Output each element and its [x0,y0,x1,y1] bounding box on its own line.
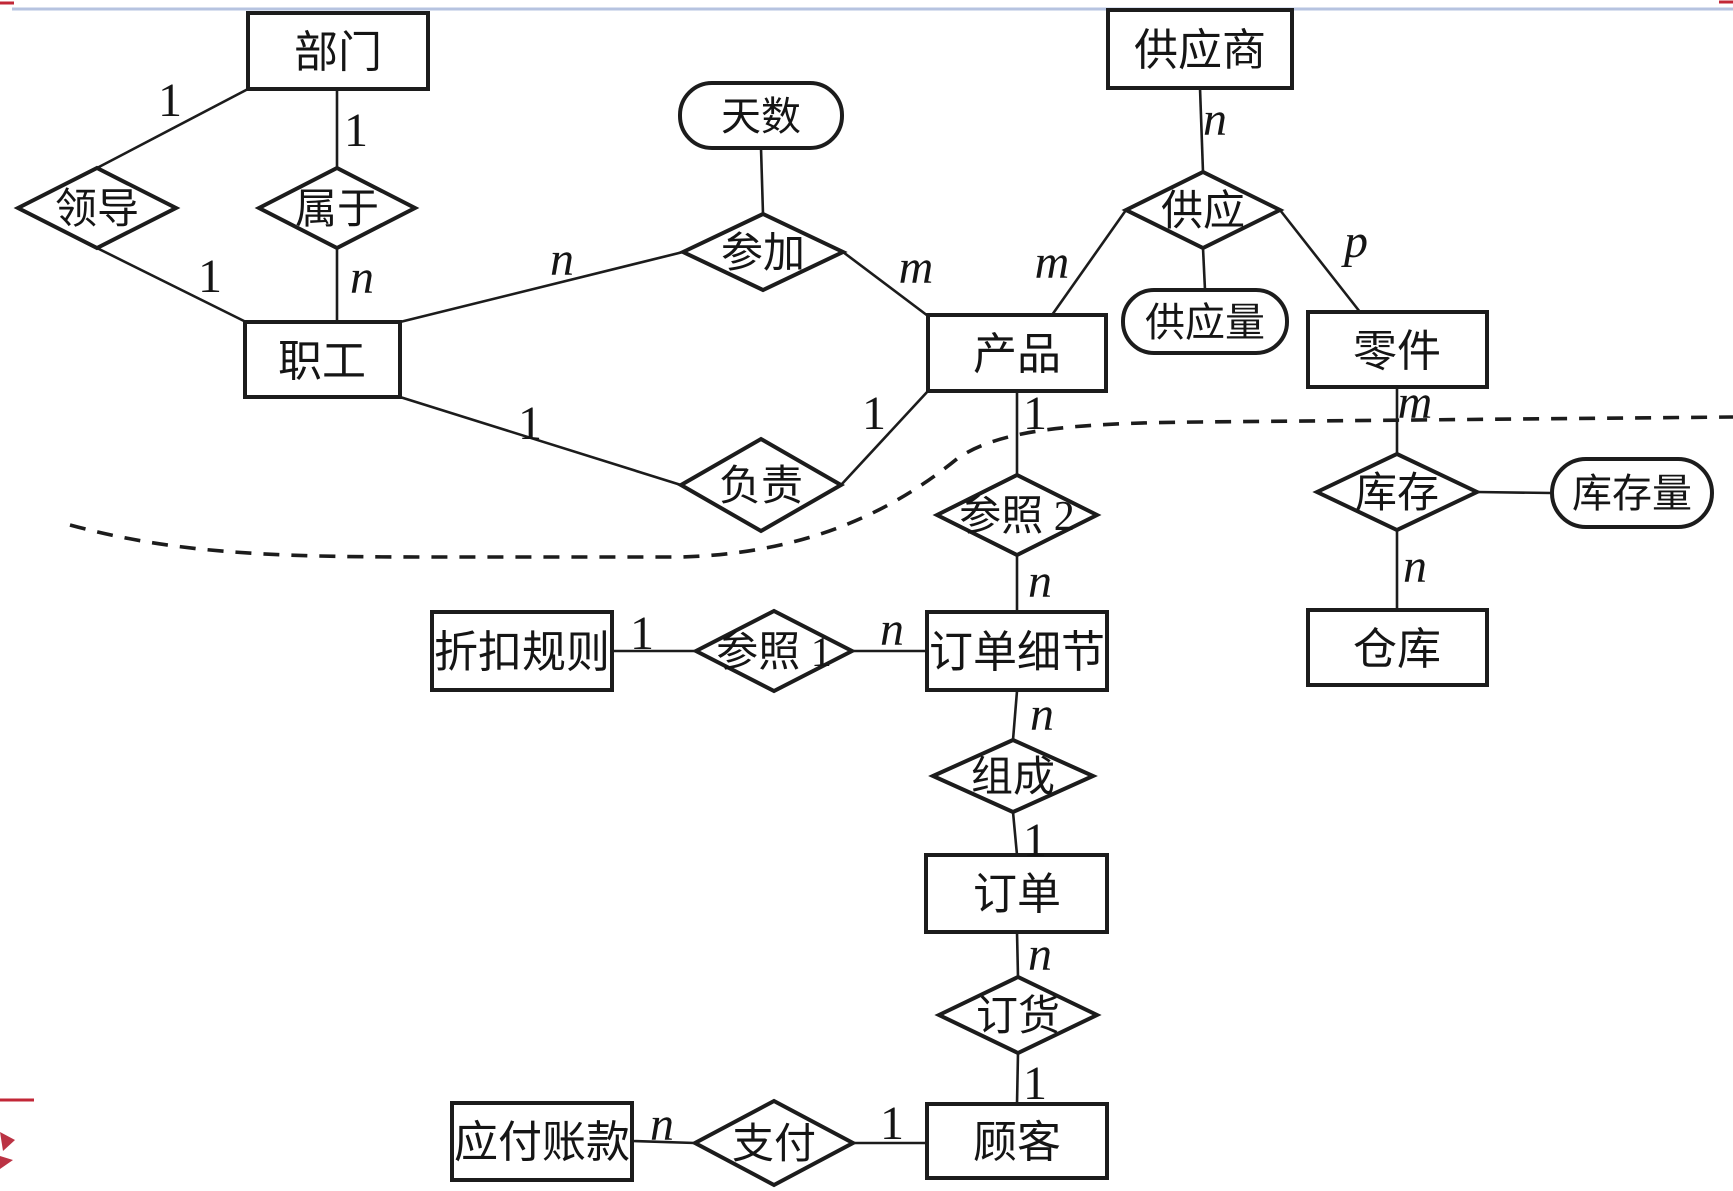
entity-order-label: 订单 [973,870,1061,919]
relationship-orders-goods-label: 订货 [976,994,1060,1040]
entity-product: 产品 [926,313,1108,393]
relationship-stock-label: 库存 [1355,471,1439,517]
entity-accounts-payable-label: 应付账款 [454,1118,630,1167]
entity-supplier-label: 供应商 [1134,26,1266,75]
cardinality-label: n [1028,928,1052,981]
relationship-responsible-label: 负责 [719,464,803,510]
cardinality-label: n [350,251,374,304]
edge-leads-employee [96,246,247,324]
cardinality-label: 1 [1023,814,1047,867]
relationship-reference2-label: 参照 2 [959,493,1075,540]
entity-department-label: 部门 [294,28,382,77]
relationship-reference2: 参照 2 [932,472,1102,558]
relationship-supplies: 供应 [1121,169,1285,251]
cardinality-label: m [1398,376,1433,429]
entity-warehouse: 仓库 [1306,608,1489,687]
edge-employee-participates [399,250,684,324]
edge-days-participates [759,147,765,215]
entity-product-label: 产品 [973,330,1061,379]
cardinality-label: 1 [198,250,222,303]
edge-order-orders-goods [1015,931,1020,978]
edge-accounts-payable-pays [631,1139,696,1145]
cardinality-label: 1 [880,1097,904,1150]
relationship-composes-label: 组成 [971,755,1055,801]
entity-part-label: 零件 [1353,327,1441,376]
red-annotation-glyph-fragment [0,1156,13,1169]
attribute-days-label: 天数 [721,94,801,139]
edge-responsible-product [840,390,929,486]
attribute-days: 天数 [678,81,844,150]
edge-supplies-part [1278,209,1362,313]
edge-department-leads [96,87,249,170]
cardinality-label: n [880,603,904,656]
edge-employee-responsible [399,395,682,487]
entity-accounts-payable: 应付账款 [450,1101,634,1182]
entity-customer-label: 顾客 [973,1118,1061,1167]
relationship-participates-label: 参加 [721,230,805,277]
attribute-stock-quantity: 库存量 [1550,457,1714,529]
relationship-belongs-to: 属于 [254,165,420,251]
relationship-participates: 参加 [678,211,848,293]
relationship-responsible: 负责 [676,436,846,534]
entity-discount-rule: 折扣规则 [430,610,614,692]
cardinality-label: n [1403,540,1427,593]
edge-composes-order [1011,811,1019,856]
entity-employee-label: 职工 [278,337,366,386]
relationship-reference1: 参照 1 [691,608,857,694]
entity-employee: 职工 [243,320,402,399]
red-annotation-glyph-fragment [0,1132,15,1151]
relationship-pays-label: 支付 [732,1122,816,1168]
relationship-stock: 库存 [1312,451,1482,533]
relationship-reference1-label: 参照 1 [716,629,832,676]
edge-supplier-supplies [1198,87,1205,173]
entity-part: 零件 [1306,310,1489,389]
relationship-leads-label: 领导 [55,187,139,233]
cardinality-label: 1 [862,387,886,440]
relationship-composes: 组成 [928,737,1098,815]
entity-order-detail: 订单细节 [925,610,1109,692]
cardinality-label: 1 [630,607,654,660]
relationship-belongs-to-label: 属于 [295,187,379,233]
cardinality-label: p [1341,215,1368,268]
entity-discount-rule-label: 折扣规则 [434,628,610,677]
entity-order-detail-label: 订单细节 [929,628,1105,677]
cardinality-label: n [550,233,574,286]
entity-supplier: 供应商 [1106,8,1294,90]
relationship-orders-goods: 订货 [934,974,1102,1056]
edge-supplies-product [1050,209,1128,316]
cardinality-label: n [650,1098,674,1151]
cardinality-label: m [1035,236,1070,289]
attribute-supply-quantity-label: 供应量 [1145,300,1265,345]
relationship-leads: 领导 [13,165,181,251]
cardinality-label: 1 [518,397,542,450]
entity-warehouse-label: 仓库 [1353,625,1441,674]
cardinality-label: 1 [1023,387,1047,440]
relationship-pays: 支付 [690,1098,858,1188]
edge-stock-stock-quantity [1476,490,1553,495]
attribute-supply-quantity: 供应量 [1121,288,1289,355]
entity-department: 部门 [246,11,430,91]
entity-order: 订单 [924,853,1109,934]
dashed-boundary-line [69,415,1733,559]
edge-order-detail-composes [1011,690,1019,741]
edge-supplies-supply-quantity [1201,247,1207,291]
cardinality-label: n [1030,688,1054,741]
edge-participates-product [842,250,929,318]
cardinality-label: m [899,241,934,294]
entity-customer: 顾客 [925,1102,1109,1180]
cardinality-label: n [1028,555,1052,608]
relationship-supplies-label: 供应 [1161,188,1245,235]
cardinality-label: 1 [344,104,368,157]
cardinality-label: 1 [158,74,182,127]
cardinality-label: n [1203,93,1227,146]
cardinality-label: 1 [1023,1057,1047,1110]
attribute-stock-quantity-label: 库存量 [1572,471,1692,516]
edge-orders-goods-customer [1015,1052,1020,1105]
